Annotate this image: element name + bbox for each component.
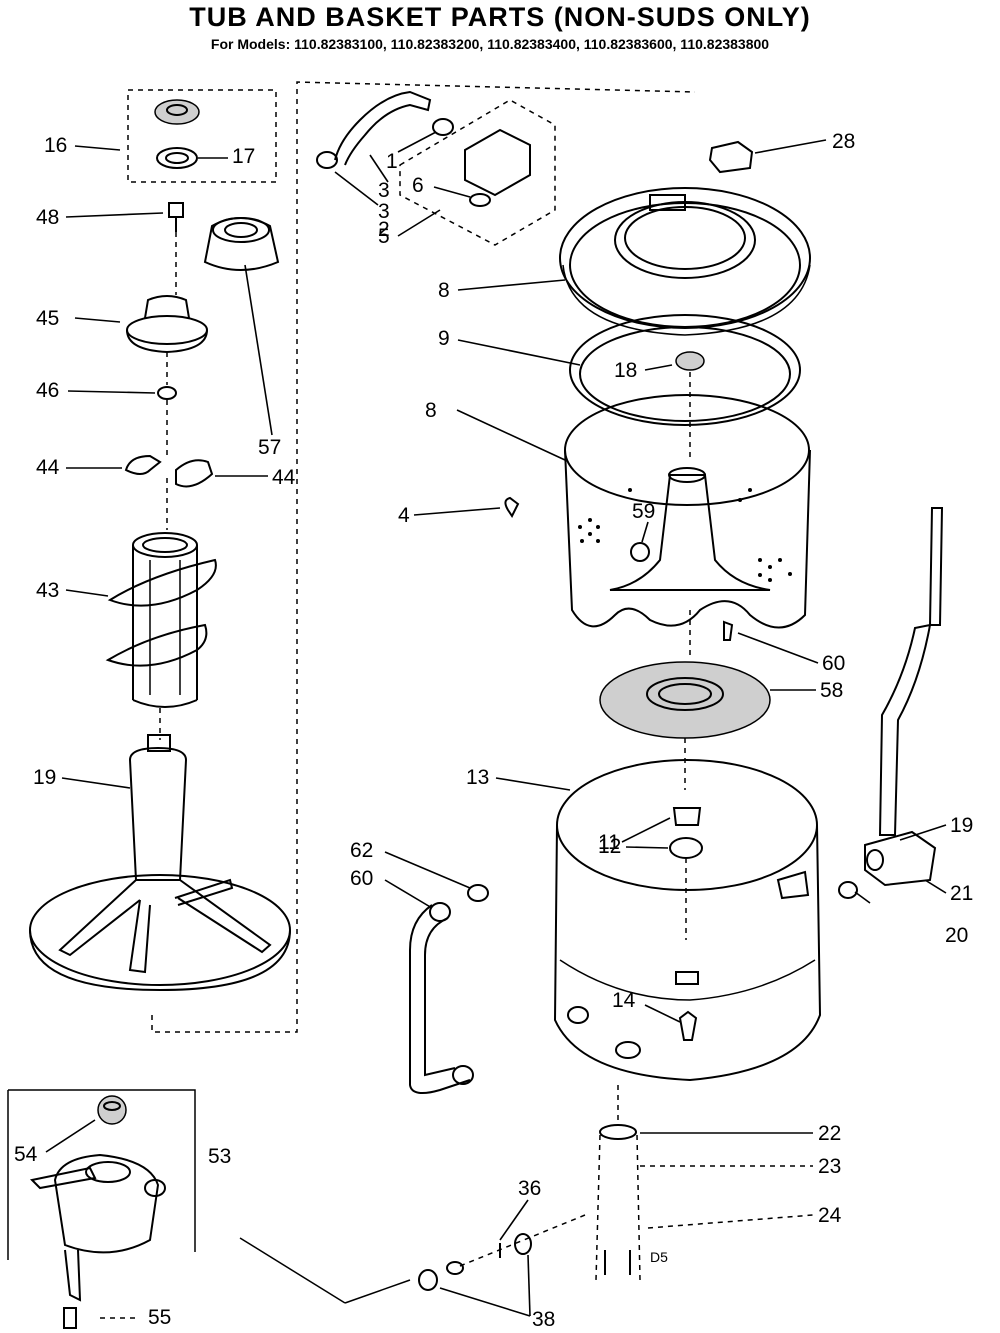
inlet-assembly xyxy=(316,90,556,246)
agitator-cam xyxy=(126,295,208,385)
model-list: For Models: 110.82383100, 110.82383200, … xyxy=(210,36,770,52)
callout-18: 18 xyxy=(614,359,637,382)
hose-clamps xyxy=(418,1214,586,1291)
basket xyxy=(564,394,811,629)
basket-nut xyxy=(675,351,705,460)
callout-20: 20 xyxy=(945,924,968,947)
callout-23: 23 xyxy=(818,1155,841,1178)
callout-5: 5 xyxy=(378,225,390,248)
callout-62: 62 xyxy=(350,839,373,862)
agitator-cap-group xyxy=(127,89,277,183)
callout-12: 12 xyxy=(598,835,621,858)
callout-60: 59 xyxy=(632,500,655,523)
washer xyxy=(157,386,177,400)
callout-3-top: 3 xyxy=(378,179,390,202)
callout-38: 38 xyxy=(532,1308,555,1331)
callout-13: 13 xyxy=(466,766,489,789)
outer-tub xyxy=(553,759,822,1082)
callout-47: 17 xyxy=(232,145,255,168)
fill-tube xyxy=(838,507,944,899)
callout-45: 45 xyxy=(36,307,59,330)
callout-59: 58 xyxy=(820,679,843,702)
agitator-dogs xyxy=(124,454,214,488)
callout-4: 4 xyxy=(398,504,410,527)
pump-assembly xyxy=(7,1089,411,1329)
stamp-d5: D5 xyxy=(650,1249,668,1265)
callout-9: 9 xyxy=(438,327,450,350)
drain-hose xyxy=(409,884,489,1095)
balance-ring xyxy=(569,314,801,426)
callout-36: 36 xyxy=(518,1177,541,1200)
callout-8: 8 xyxy=(438,279,450,302)
tub-ring xyxy=(559,187,811,336)
callout-43: 43 xyxy=(36,579,59,602)
dome-cap xyxy=(203,217,280,271)
spanner-nut xyxy=(672,807,702,826)
agitator-bolt xyxy=(168,202,184,295)
callout-22: 22 xyxy=(818,1122,841,1145)
drain-plug xyxy=(595,1085,641,1281)
callout-44-right: 44 xyxy=(272,466,296,489)
agitator-base xyxy=(29,734,291,992)
drive-hub xyxy=(599,661,771,790)
callout-48: 48 xyxy=(36,206,59,229)
callout-11: 11 xyxy=(598,831,620,854)
screw xyxy=(723,620,734,641)
callout-10: 8 xyxy=(425,399,437,422)
callout-17: 19 xyxy=(33,766,56,789)
callout-2: 2 xyxy=(378,218,390,241)
callout-53: 53 xyxy=(208,1145,231,1168)
callout-16: 16 xyxy=(44,134,67,157)
callout-24: 24 xyxy=(818,1204,842,1227)
splash-pad xyxy=(708,140,754,174)
callout-21: 21 xyxy=(950,882,973,905)
auger xyxy=(105,532,217,708)
callout-1: 1 xyxy=(386,150,398,173)
callout-44-left: 44 xyxy=(36,456,60,479)
clip xyxy=(504,496,520,518)
tub-seal xyxy=(669,837,703,859)
callout-28: 28 xyxy=(832,130,855,153)
callout-6: 6 xyxy=(412,174,424,197)
callout-19: 19 xyxy=(950,814,973,837)
callout-57: 57 xyxy=(258,436,281,459)
assembly-bracket xyxy=(151,81,696,1033)
callout-61: 60 xyxy=(822,652,845,675)
callout-3-bottom: 3 xyxy=(378,200,390,223)
page-title: TUB AND BASKET PARTS (NON-SUDS ONLY) xyxy=(189,2,811,32)
callouts: 16 17 48 45 46 44 44 57 43 19 1 3 xyxy=(14,130,973,1331)
callout-58: 60 xyxy=(350,867,373,890)
callout-54: 54 xyxy=(14,1143,38,1166)
callout-46: 46 xyxy=(36,379,59,402)
callout-14: 14 xyxy=(612,989,636,1012)
callout-55: 55 xyxy=(148,1306,171,1329)
